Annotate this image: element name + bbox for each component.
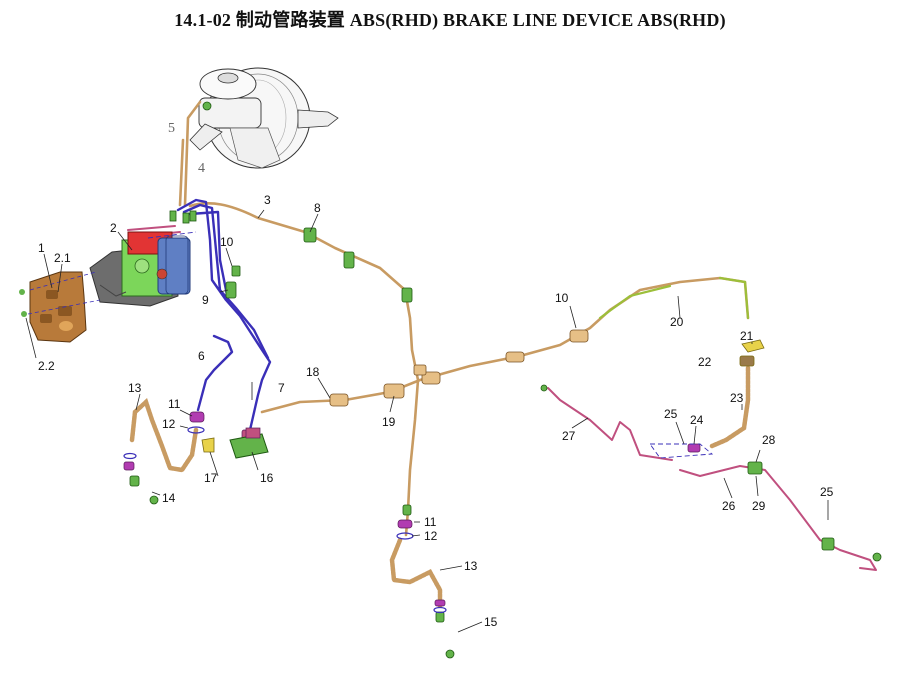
callout-labels: 1 2.1 2 2.2 3 4 5 6 7 8 9 10 10 11 11 12… — [38, 121, 834, 629]
callout-11-a: 11 — [168, 397, 181, 411]
callout-29: 29 — [752, 499, 766, 513]
abs-bracket — [19, 271, 101, 343]
callout-10-b: 10 — [555, 291, 569, 305]
brake-lines-green — [598, 276, 750, 320]
assembly-guides — [147, 231, 714, 459]
callout-9: 9 — [202, 293, 209, 307]
callout-2: 2 — [110, 221, 117, 235]
callout-5: 5 — [168, 121, 175, 136]
callout-6: 6 — [198, 349, 205, 363]
diagram-title: 14.1-02 制动管路装置 ABS(RHD) BRAKE LINE DEVIC… — [174, 10, 726, 30]
callout-4: 4 — [198, 161, 205, 176]
callout-1: 1 — [38, 241, 45, 255]
callout-21: 21 — [740, 329, 754, 343]
callout-24: 24 — [690, 413, 704, 427]
callout-15: 15 — [484, 615, 498, 629]
callout-12-a: 12 — [162, 417, 176, 431]
washers — [123, 411, 701, 607]
brake-lines-pink — [127, 225, 877, 571]
callout-7: 7 — [278, 381, 285, 395]
brake-booster-assembly — [189, 67, 339, 169]
o-rings — [123, 426, 447, 614]
callout-27: 27 — [562, 429, 576, 443]
callout-26: 26 — [722, 499, 736, 513]
distribution-block — [229, 427, 269, 459]
callout-19: 19 — [382, 415, 396, 429]
callout-3: 3 — [264, 193, 271, 207]
callout-2-1: 2.1 — [54, 251, 71, 265]
callout-13-a: 13 — [128, 381, 142, 395]
callout-18: 18 — [306, 365, 320, 379]
brake-lines-blue — [176, 198, 272, 432]
callout-16: 16 — [260, 471, 274, 485]
callout-28: 28 — [762, 433, 776, 447]
callout-22: 22 — [698, 355, 712, 369]
callout-14: 14 — [162, 491, 176, 505]
callout-2-2: 2.2 — [38, 359, 55, 373]
brackets-yellow — [201, 339, 765, 453]
callout-17: 17 — [204, 471, 218, 485]
callout-25-b: 25 — [820, 485, 834, 499]
callout-10-a: 10 — [220, 235, 234, 249]
callout-8: 8 — [314, 201, 321, 215]
line-clips — [329, 329, 589, 407]
leader-lines — [25, 209, 829, 633]
callout-12-b: 12 — [424, 529, 438, 543]
callout-20: 20 — [670, 315, 684, 329]
callout-23: 23 — [730, 391, 744, 405]
fittings — [129, 101, 882, 659]
callout-11-b: 11 — [424, 515, 437, 529]
callout-13-b: 13 — [464, 559, 478, 573]
callout-25-a: 25 — [664, 407, 678, 421]
abs-module — [89, 231, 191, 307]
flex-hoses — [129, 365, 751, 609]
